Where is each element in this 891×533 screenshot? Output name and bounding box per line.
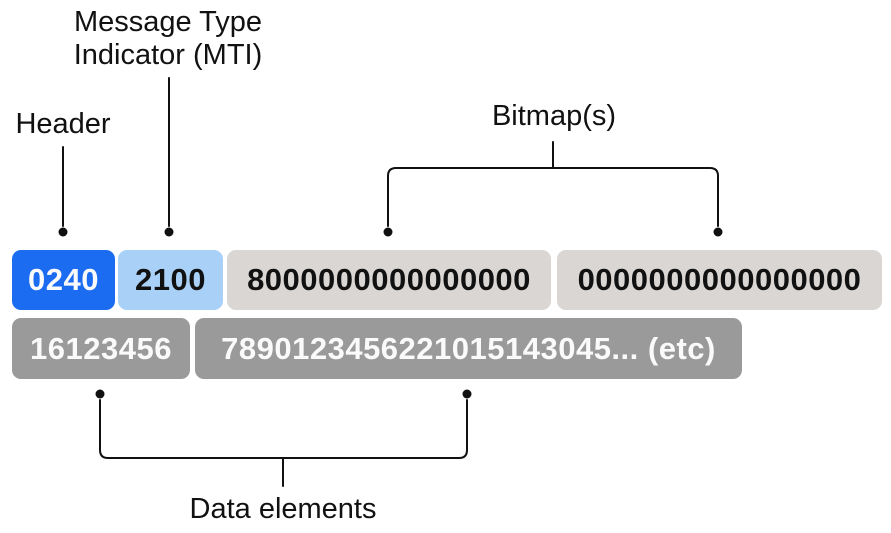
mti-pointer-dot [164, 227, 174, 237]
bitmaps-bracket-right-dot [713, 227, 723, 237]
header-label: Header [15, 108, 111, 140]
mti-label: Message Type Indicator (MTI) [60, 6, 276, 72]
bitmaps-label: Bitmap(s) [491, 100, 617, 132]
secondary-bitmap-block: 0000000000000000 [557, 250, 882, 310]
data-elements-bracket-left-dot [95, 389, 105, 399]
header-field-block: 0240 [12, 250, 115, 310]
bitmaps-bracket-left-dot [383, 227, 393, 237]
bitmaps-bracket [387, 167, 719, 227]
primary-bitmap-block: 8000000000000000 [227, 250, 551, 310]
data-elements-bracket [99, 399, 468, 459]
mti-label-line2: Indicator (MTI) [73, 39, 263, 71]
header-pointer-dot [58, 227, 68, 237]
data-elements-bracket-right-dot [462, 389, 472, 399]
data-elements-label: Data elements [189, 493, 377, 525]
data-element-block-2: 7890123456221015143045... (etc) [195, 318, 742, 379]
mti-field-block: 2100 [118, 250, 223, 310]
mti-label-line1: Message Type [73, 6, 263, 38]
data-element-block-1: 16123456 [12, 318, 190, 379]
